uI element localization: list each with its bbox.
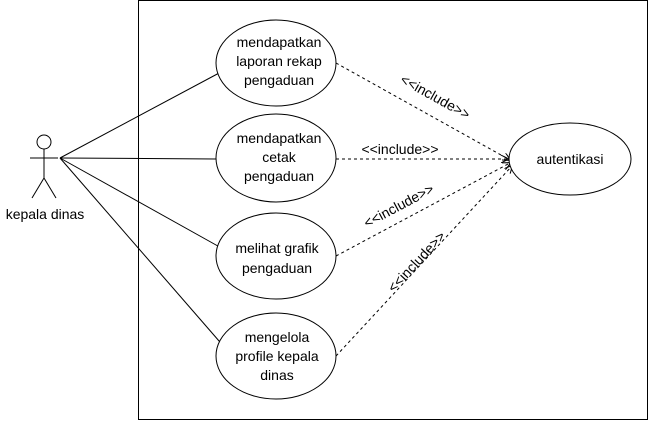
uc2-line-1: mendapatkan bbox=[237, 130, 322, 146]
uc4-line-3: dinas bbox=[260, 367, 293, 383]
uc1-line-1: mendapatkan bbox=[237, 34, 322, 50]
include-uc4 bbox=[335, 166, 512, 357]
actor-kepala-dinas bbox=[30, 134, 58, 199]
actor-label: kepala dinas bbox=[6, 206, 85, 222]
include-lines bbox=[335, 62, 512, 357]
association-uc1 bbox=[59, 71, 222, 159]
association-lines bbox=[59, 71, 227, 350]
system-boundary bbox=[138, 0, 648, 420]
uc1-line-2: laporan rekap bbox=[236, 53, 322, 69]
include-label-uc1: <<include>> bbox=[398, 71, 473, 122]
association-uc2 bbox=[59, 157, 217, 160]
use-case-uc2: mendapatkan cetak pengaduan bbox=[215, 113, 337, 203]
association-uc3 bbox=[59, 157, 226, 251]
include-label-uc3: <<include>> bbox=[361, 180, 437, 230]
uc2-line-3: pengaduan bbox=[244, 168, 314, 184]
use-case-uc1: mendapatkan laporan rekap pengaduan bbox=[215, 19, 337, 107]
association-uc4 bbox=[59, 157, 227, 350]
include-label-uc4: <<include>> bbox=[384, 228, 448, 295]
use-case-uc3: melihat grafik pengaduan bbox=[215, 212, 337, 300]
include-label-uc2: <<include>> bbox=[361, 141, 438, 157]
uc1-line-3: pengaduan bbox=[244, 72, 314, 88]
uc4-line-2: profile kepala bbox=[235, 348, 318, 364]
uc3-line-2: pengaduan bbox=[242, 260, 312, 276]
autentikasi-label: autentikasi bbox=[537, 151, 604, 167]
include-uc3 bbox=[335, 163, 510, 257]
use-case-autentikasi: autentikasi bbox=[508, 122, 632, 196]
uc4-line-1: mengelola bbox=[245, 329, 310, 345]
uc3-line-1: melihat grafik bbox=[235, 240, 319, 256]
use-case-uc4: mengelola profile kepala dinas bbox=[215, 312, 337, 400]
uc2-line-2: cetak bbox=[262, 149, 296, 165]
